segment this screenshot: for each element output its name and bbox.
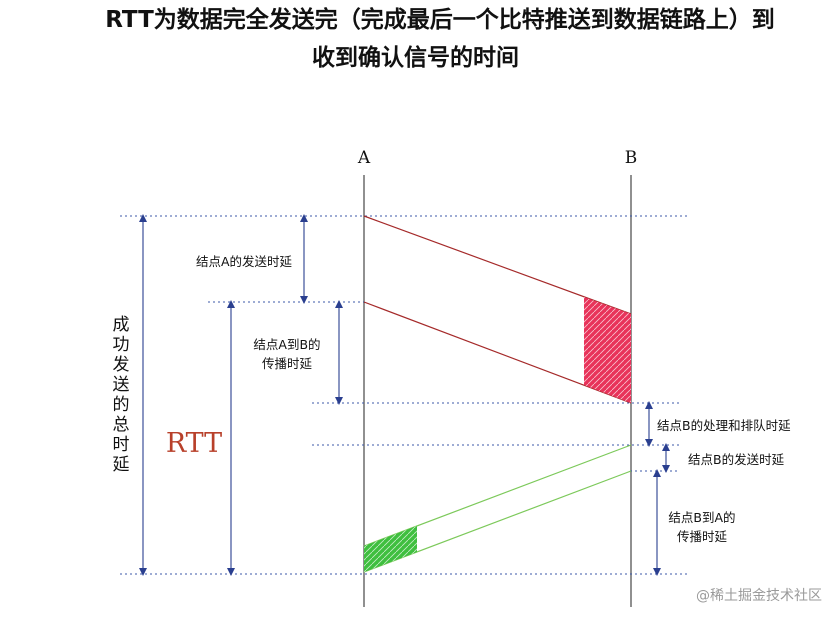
label-send-delay-b: 结点B的发送时延 <box>688 452 785 467</box>
title-line-2: 收到确认信号的时间 <box>312 45 519 71</box>
label-prop-ab-line1: 结点A到B的 <box>253 337 320 352</box>
label-proc-b: 结点B的处理和排队时延 <box>657 418 791 433</box>
forward-last-bit-line <box>363 301 632 404</box>
label-send-delay-a: 结点A的发送时延 <box>196 254 293 269</box>
label-prop-ba-line1: 结点B到A的 <box>668 510 735 525</box>
red-packets <box>584 297 631 403</box>
rtt-label: RTT <box>166 428 222 459</box>
label-prop-ba-line2: 传播时延 <box>677 529 728 544</box>
vertical-char: 送 <box>113 375 130 395</box>
node-b-label: B <box>625 148 638 168</box>
total-delay-vertical-label: 成 功 发 送 的 总 时 延 <box>113 315 130 475</box>
vertical-char: 功 <box>113 335 130 355</box>
forward-first-bit-line <box>363 215 632 315</box>
return-first-bit-line <box>363 444 632 547</box>
green-packets <box>364 526 417 572</box>
vertical-char: 延 <box>113 455 130 475</box>
dotted-guides <box>120 215 690 575</box>
title-line-1: RTT为数据完全发送完（完成最后一个比特推送到数据链路上）到 <box>105 7 775 33</box>
watermark: @稀土掘金技术社区 <box>696 588 822 604</box>
title: RTT为数据完全发送完（完成最后一个比特推送到数据链路上）到 收到确认信号的时间 <box>0 2 831 82</box>
vertical-char: 时 <box>113 435 130 455</box>
vertical-char: 总 <box>113 415 130 435</box>
vertical-char: 成 <box>113 315 130 335</box>
label-prop-ab-line2: 传播时延 <box>262 356 313 371</box>
vertical-char: 发 <box>113 355 130 375</box>
vertical-char: 的 <box>113 395 130 415</box>
node-a-label: A <box>357 148 371 168</box>
